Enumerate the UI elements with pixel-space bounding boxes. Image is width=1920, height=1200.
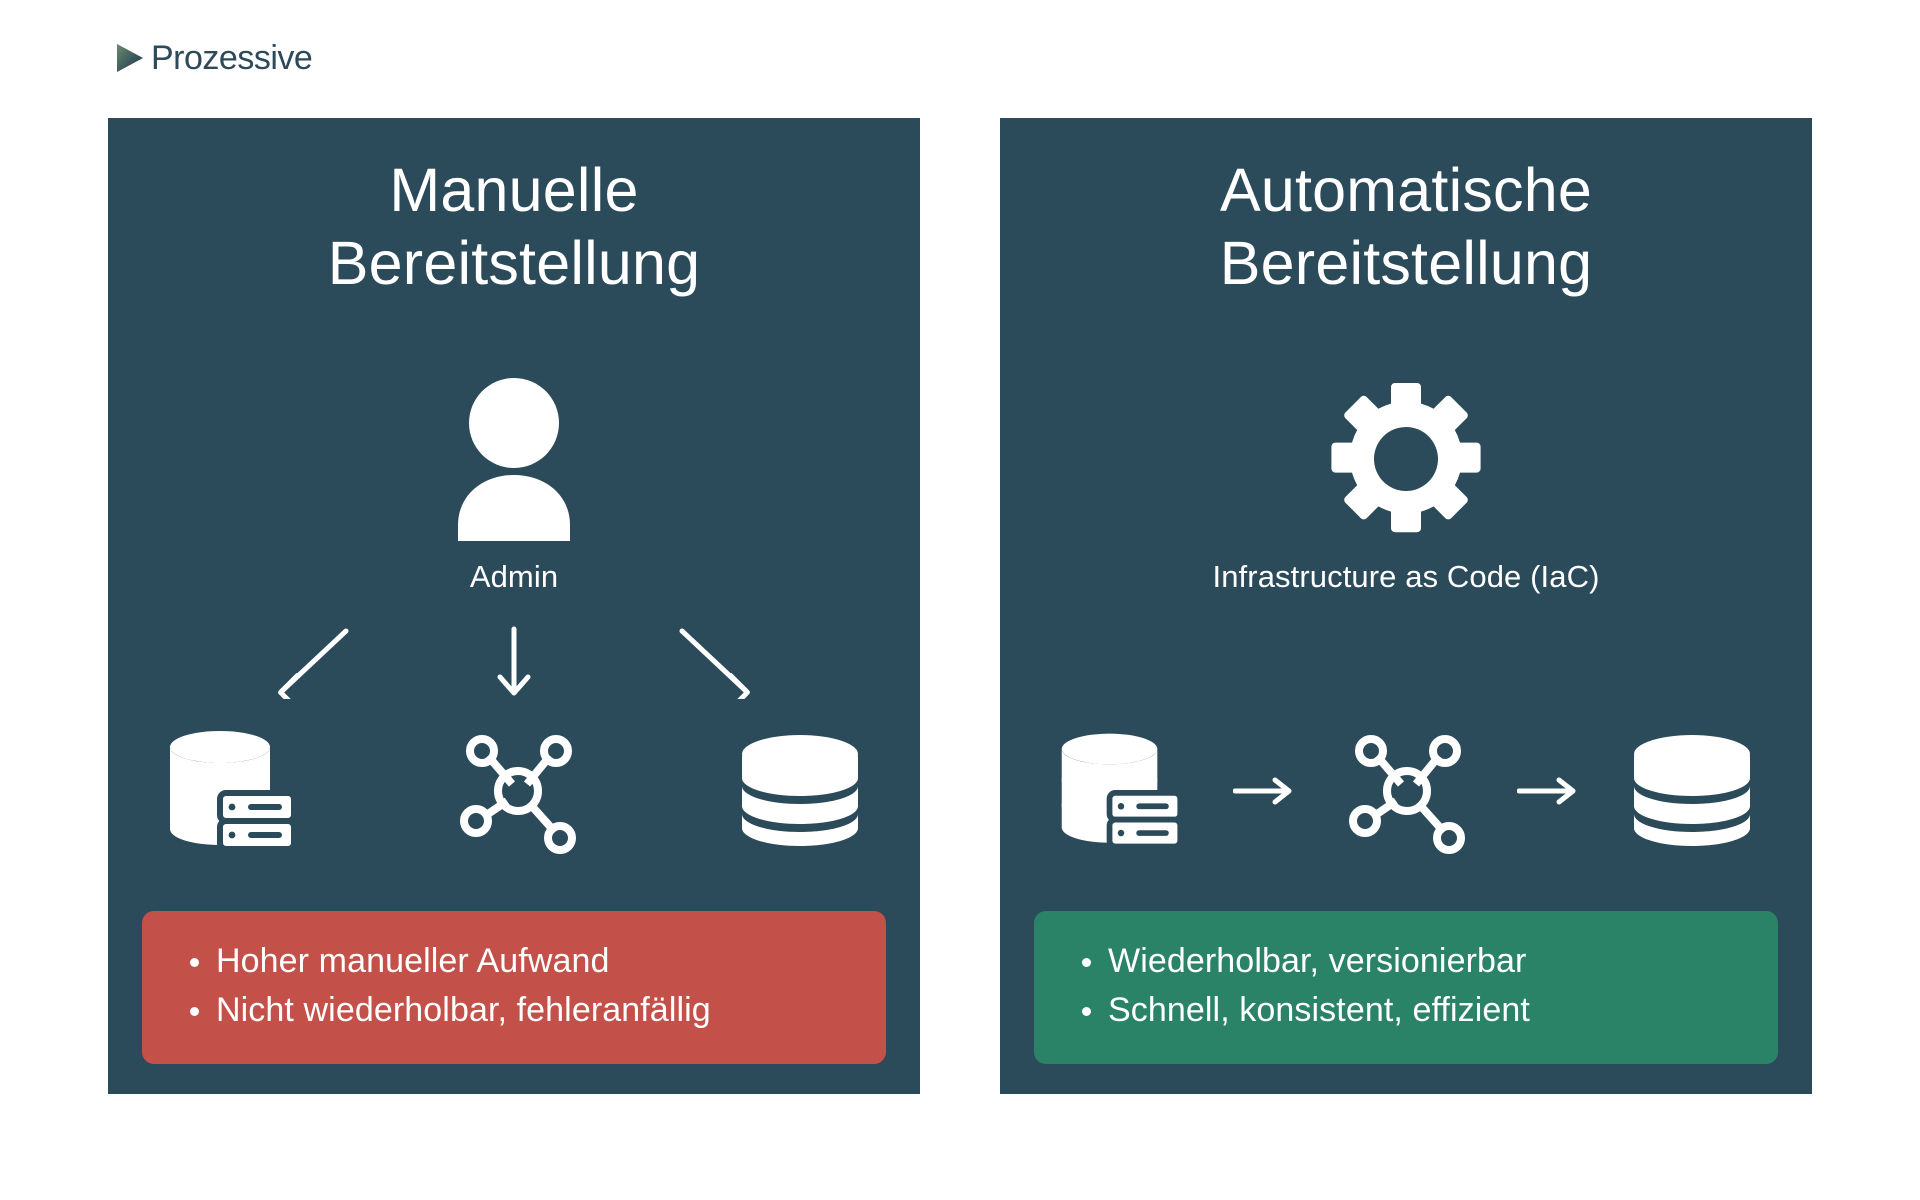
callout-list-automatic: Wiederholbar, versionierbar Schnell, kon… [1064,937,1748,1036]
chevron-right-logo-icon [113,38,147,78]
callout-automatic: Wiederholbar, versionierbar Schnell, kon… [1034,910,1778,1064]
hero-icon-wrap-automatic [1326,373,1486,545]
network-hub-icon [1344,728,1470,854]
list-item: Schnell, konsistent, effizient [1082,986,1748,1036]
hero-label-automatic: Infrastructure as Code (IaC) [1212,559,1600,594]
brand-name: Prozessive [151,39,313,77]
callout-manual: Hoher manueller Aufwand Nicht wiederholb… [142,910,886,1064]
list-item: Nicht wiederholbar, fehleranfällig [190,986,856,1036]
brand-logo: Prozessive [113,38,313,78]
arrow-down-icon [497,626,531,696]
arrow-right-icon [1233,776,1297,806]
diverging-arrows-manual [234,625,794,699]
card-title-manual-line2: Bereitstellung [327,229,701,298]
hero-label-manual: Admin [469,559,559,594]
arrow-down-left-icon [278,628,349,699]
resource-flow-automatic [1056,721,1756,861]
spacer-automatic [1126,625,1686,699]
callout-list-manual: Hoher manueller Aufwand Nicht wiederholb… [172,937,856,1036]
list-item: Wiederholbar, versionierbar [1082,937,1748,987]
arrow-right-icon [1517,776,1581,806]
network-hub-icon [455,728,581,854]
gear-icon [1326,379,1486,539]
hero-icon-wrap-manual [452,373,576,545]
database-server-icon [1056,731,1186,851]
resource-icons-manual [164,721,864,861]
card-title-automatic-line2: Bereitstellung [1219,229,1593,298]
list-item: Hoher manueller Aufwand [190,937,856,987]
database-stack-icon [736,732,864,850]
arrow-down-right-icon [679,628,750,699]
database-stack-icon [1628,732,1756,850]
database-server-icon [164,729,300,853]
person-icon [452,377,576,541]
card-title-manual-line1: Manuelle [389,156,639,224]
card-title-automatic-line1: Automatische [1220,156,1592,224]
